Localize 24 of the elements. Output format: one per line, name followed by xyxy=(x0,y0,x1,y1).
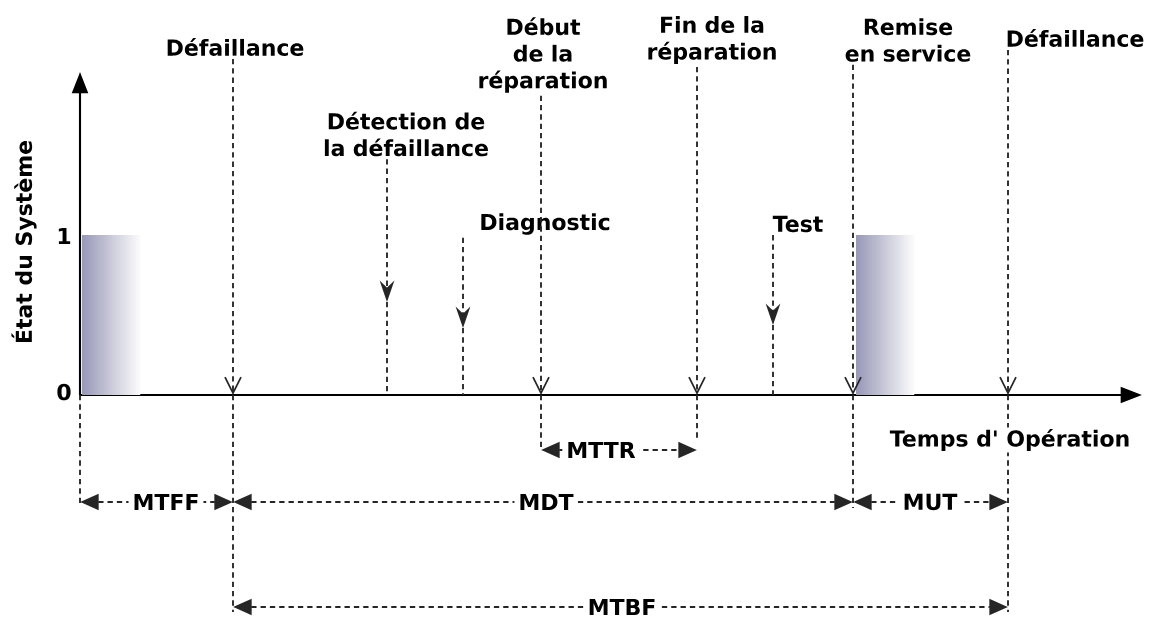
event-label: Défaillance xyxy=(1007,29,1144,47)
shaded-bar xyxy=(856,235,915,395)
arrow xyxy=(999,48,1017,395)
arrow xyxy=(688,66,706,395)
dimension-label: MTTR xyxy=(562,438,640,463)
event-label: Défaillance xyxy=(167,38,304,56)
event-label: Début de la réparation xyxy=(479,17,607,93)
dimension-label: MTFF xyxy=(128,490,204,515)
event-label: Diagnostic xyxy=(481,213,610,235)
event-label: Test xyxy=(772,215,823,233)
event-label: Détection de la défaillance xyxy=(324,111,488,157)
axis-title: État du Système xyxy=(11,141,37,343)
dimension-label: MDT xyxy=(514,490,578,515)
arrow xyxy=(844,63,862,395)
event-label: Remise en service xyxy=(845,18,971,62)
arrow xyxy=(532,94,550,395)
dimension-label: MTBF xyxy=(583,595,661,620)
arrow xyxy=(224,57,242,395)
axis-tick-label: 0 xyxy=(57,383,71,401)
event-label: Fin de la réparation xyxy=(648,16,776,64)
shaded-bar xyxy=(82,235,141,395)
axis-tick-label: 1 xyxy=(58,228,71,244)
axis-title: Temps d' Opération xyxy=(888,427,1132,453)
dimension-label: MUT xyxy=(898,489,962,515)
